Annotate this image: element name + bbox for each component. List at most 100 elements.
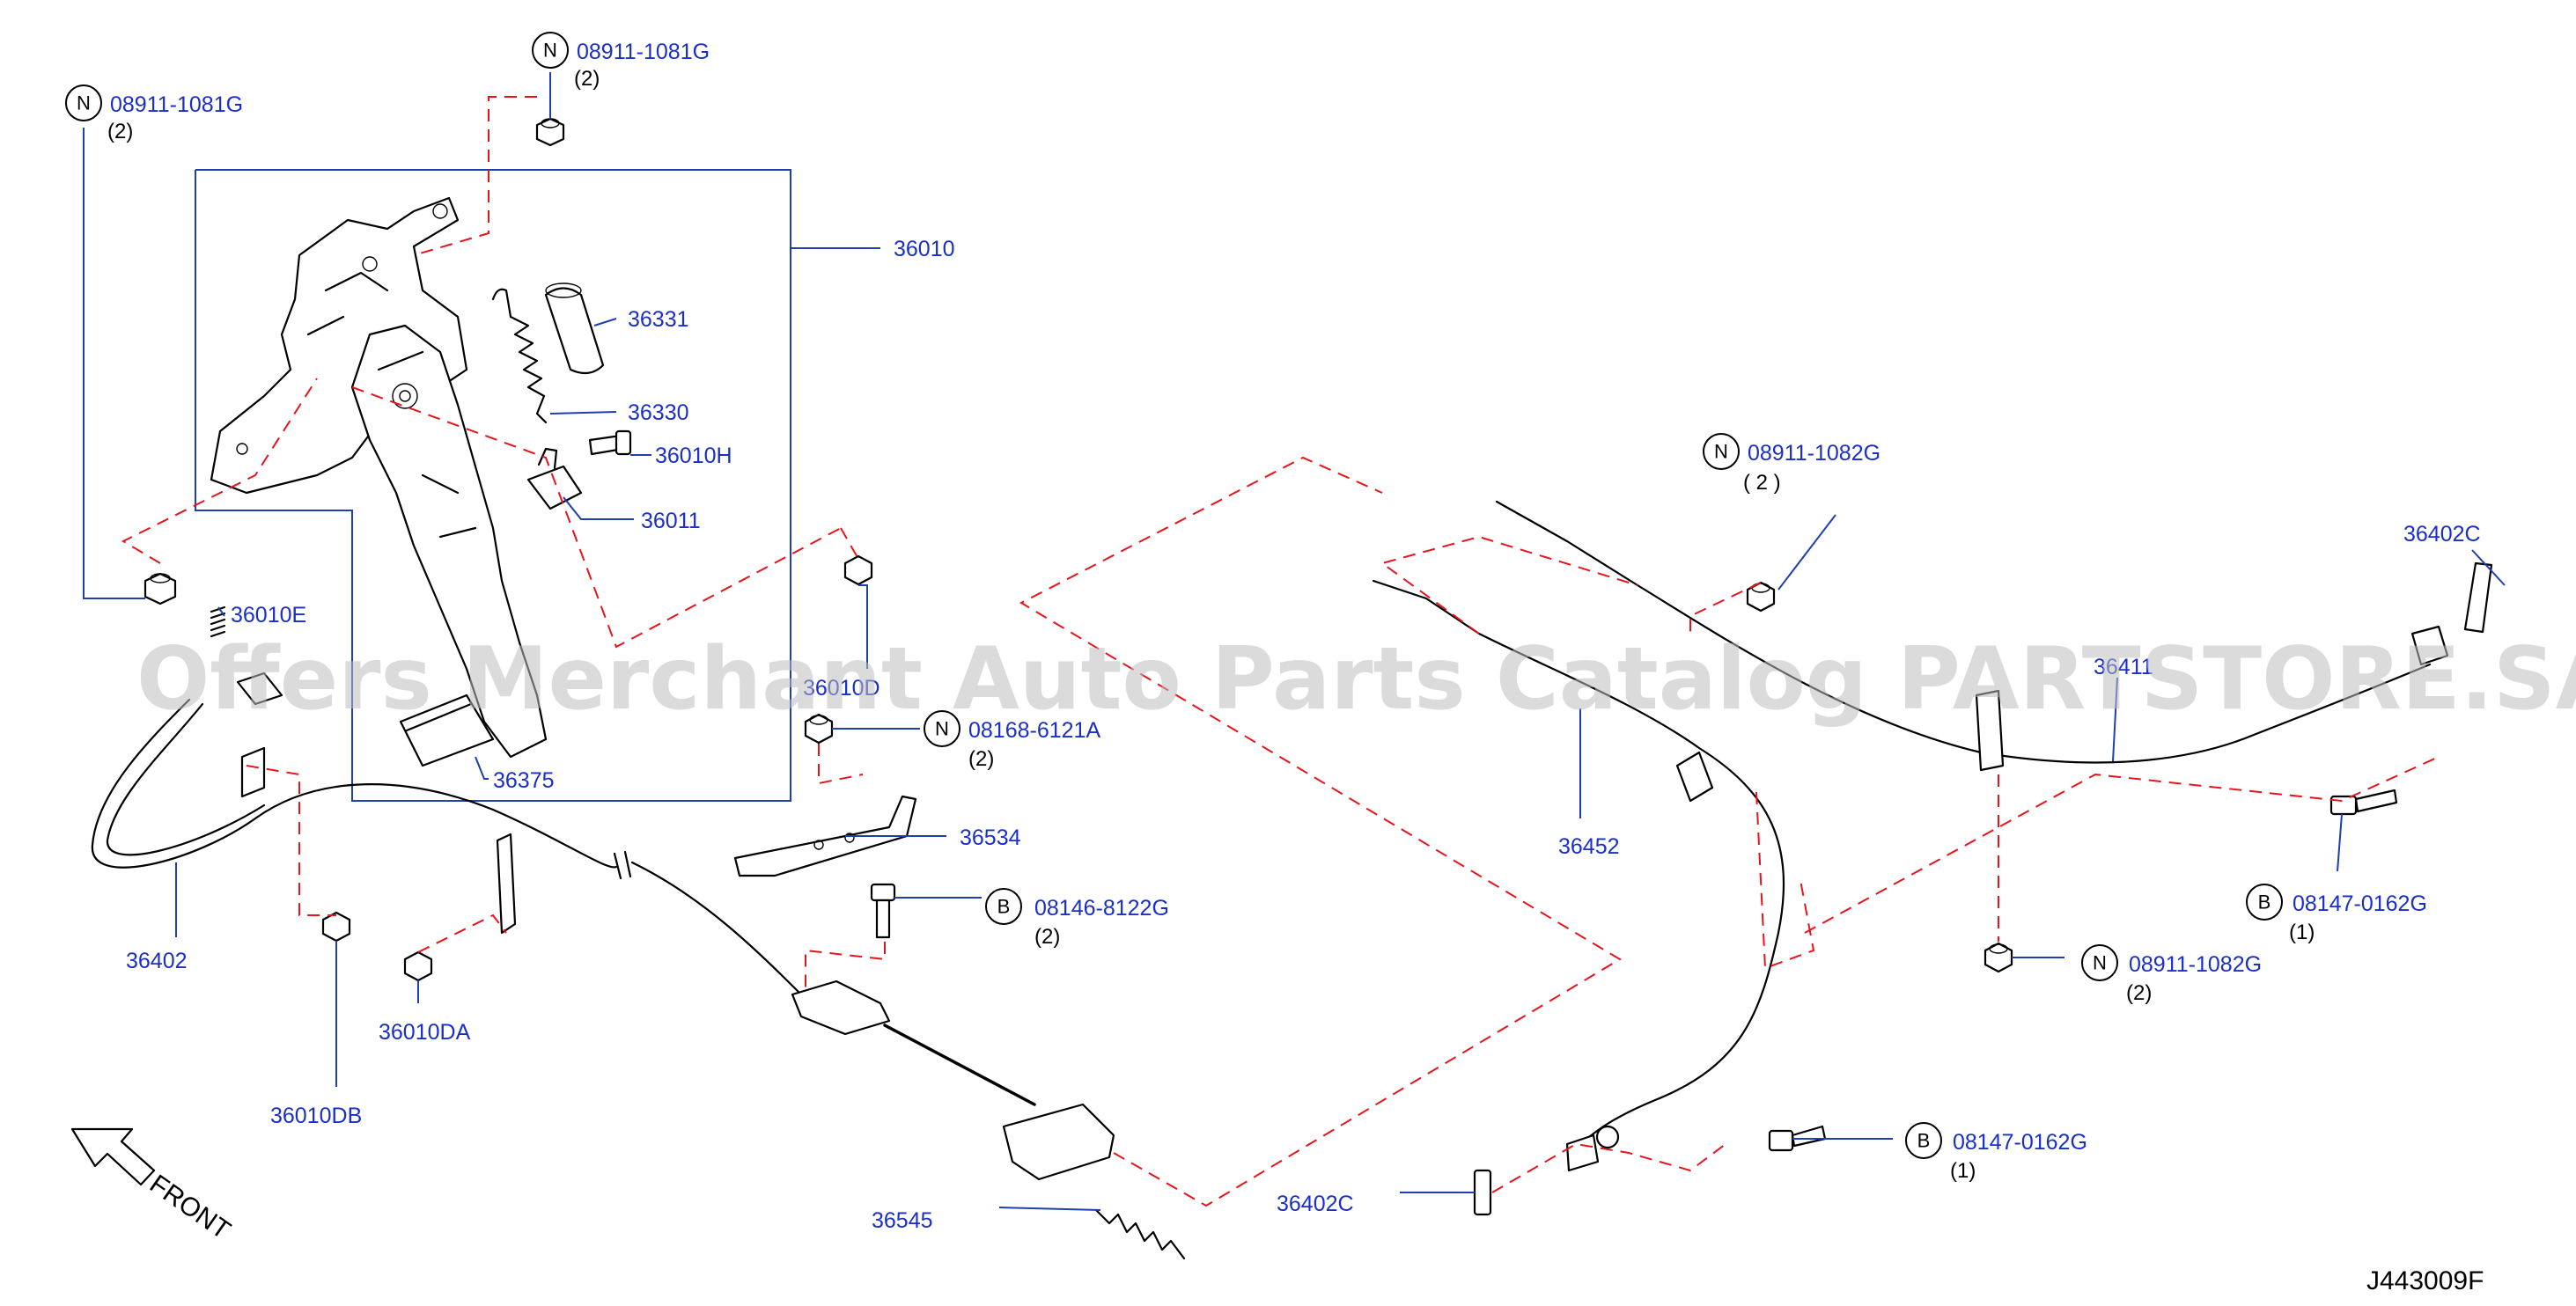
callout-c24[interactable]: N 08911-1082G (2) — [2081, 944, 2262, 1005]
part-36402[interactable]: 36402 — [126, 949, 188, 973]
callout-c1[interactable]: N 08911-1081G (2) — [532, 32, 710, 91]
leader-c2 — [83, 128, 145, 599]
bolt-08146-8122G — [870, 883, 896, 939]
part-36402C-right[interactable]: 36402C — [2403, 522, 2481, 547]
assembly-box-36010 — [195, 169, 791, 802]
dash-6 — [417, 913, 507, 953]
front-label: FRONT — [144, 1170, 236, 1245]
callout-prefix: N — [543, 40, 557, 62]
part-number[interactable]: 08168-6121A — [968, 718, 1100, 743]
callout-prefix: N — [2093, 952, 2107, 974]
leader-c11 — [475, 756, 489, 780]
callout-c23[interactable]: B 08147-0162G (1) — [2246, 884, 2427, 944]
part-number[interactable]: 08147-0162G — [1953, 1130, 2087, 1155]
nut-08168-6121A — [804, 713, 834, 745]
leader-c5 — [549, 411, 617, 415]
equalizer-36534 — [733, 795, 917, 877]
quantity: (2) — [2126, 981, 2152, 1005]
part-36010[interactable]: 36010 — [894, 237, 955, 261]
callout-c19[interactable]: N 08911-1082G ( 2 ) — [1703, 433, 1880, 495]
part-36545[interactable]: 36545 — [872, 1208, 933, 1233]
part-number[interactable]: 08147-0162G — [2293, 891, 2427, 916]
part-number[interactable]: 08146-8122G — [1034, 896, 1169, 921]
leader-c4 — [593, 318, 617, 326]
part-36010DA[interactable]: 36010DA — [379, 1020, 471, 1045]
nut-36010DA — [403, 950, 433, 982]
part-36011[interactable]: 36011 — [641, 509, 701, 533]
part-36330[interactable]: 36330 — [628, 400, 689, 425]
leader-c19 — [1777, 514, 1836, 591]
callout-prefix: N — [77, 92, 91, 114]
callout-prefix: N — [935, 718, 949, 740]
part-number[interactable]: 08911-1082G — [1748, 441, 1880, 466]
quantity: (2) — [1034, 925, 1060, 949]
watermark: Offers Merchant Auto Parts Catalog PARTS… — [136, 629, 2576, 730]
dash-1 — [413, 96, 537, 256]
part-number[interactable]: 08911-1081G — [110, 92, 243, 117]
front-arrow-icon — [70, 1127, 156, 1186]
bolt-36010H — [588, 429, 632, 456]
bolt-08147-0162G-lower — [1768, 1125, 1827, 1152]
pin-36402C-lower — [1473, 1169, 1492, 1216]
diagram-code: J443009F — [2366, 1266, 2484, 1295]
callout-prefix: N — [1714, 441, 1728, 463]
part-36331[interactable]: 36331 — [628, 307, 689, 332]
rear-cable-36411 — [1495, 500, 2493, 772]
clip-36011 — [526, 447, 583, 510]
nut-08911-1082G-lower — [1984, 942, 2013, 973]
dash-7 — [818, 744, 864, 785]
nut-08911-1081G-left — [144, 572, 177, 605]
nut-36010D — [843, 554, 873, 586]
callout-c10[interactable]: N 08168-6121A (2) — [924, 710, 1100, 771]
callout-c2[interactable]: N 08911-1081G (2) — [65, 84, 243, 143]
leader-c23 — [2337, 813, 2343, 872]
callout-prefix: B — [997, 896, 1011, 918]
front-cable-36402 — [91, 698, 812, 1005]
callout-c25[interactable]: B 08147-0162G (1) — [1905, 1122, 2087, 1183]
pedal-pad-36375 — [399, 693, 495, 767]
front-indicator: FRONT — [70, 1127, 236, 1245]
dash-3 — [351, 386, 842, 649]
spring-36330 — [491, 288, 548, 424]
sleeve-36331 — [544, 282, 605, 375]
dash-4 — [840, 527, 859, 560]
nut-36010DB — [321, 911, 351, 943]
leader-c17 — [998, 1207, 1101, 1211]
dash-9 — [1019, 456, 1622, 1207]
leader-c20 — [2471, 549, 2506, 586]
callout-c13[interactable]: B 08146-8122G (2) — [985, 888, 1169, 949]
quantity: (1) — [1950, 1159, 1976, 1183]
part-36411[interactable]: 36411 — [2094, 655, 2153, 679]
dash-8 — [805, 942, 886, 994]
part-36402C-lower[interactable]: 36402C — [1277, 1192, 1354, 1216]
nut-08911-1081G-upper — [535, 117, 565, 147]
part-36452[interactable]: 36452 — [1558, 834, 1620, 859]
leader-c21 — [2112, 677, 2118, 762]
dash-2 — [121, 378, 318, 564]
quantity: (2) — [107, 120, 133, 143]
part-36010E[interactable]: 36010E — [231, 603, 306, 627]
dash-12 — [1755, 791, 1815, 970]
callout-prefix: B — [2258, 891, 2271, 913]
part-36010D[interactable]: 36010D — [803, 676, 880, 701]
leader-c8 — [217, 606, 225, 617]
quantity: (1) — [2289, 921, 2315, 944]
callout-prefix: B — [1917, 1130, 1931, 1152]
part-36010H[interactable]: 36010H — [655, 444, 732, 468]
part-number[interactable]: 08911-1081G — [577, 40, 710, 64]
part-36010DB[interactable]: 36010DB — [270, 1104, 362, 1128]
part-number[interactable]: 08911-1082G — [2129, 952, 2262, 977]
part-36375[interactable]: 36375 — [493, 768, 555, 793]
rear-cable-36452 — [1372, 579, 1785, 1172]
part-36534[interactable]: 36534 — [960, 825, 1021, 850]
dash-14 — [1804, 756, 2440, 934]
dash-5 — [246, 765, 336, 916]
clip-small — [236, 671, 283, 706]
leader-c9 — [858, 584, 868, 669]
leader-c7 — [563, 496, 634, 520]
rod-36010E — [210, 605, 226, 638]
bolt-08147-0162G-right — [2329, 789, 2398, 816]
quantity: ( 2 ) — [1743, 471, 1781, 495]
